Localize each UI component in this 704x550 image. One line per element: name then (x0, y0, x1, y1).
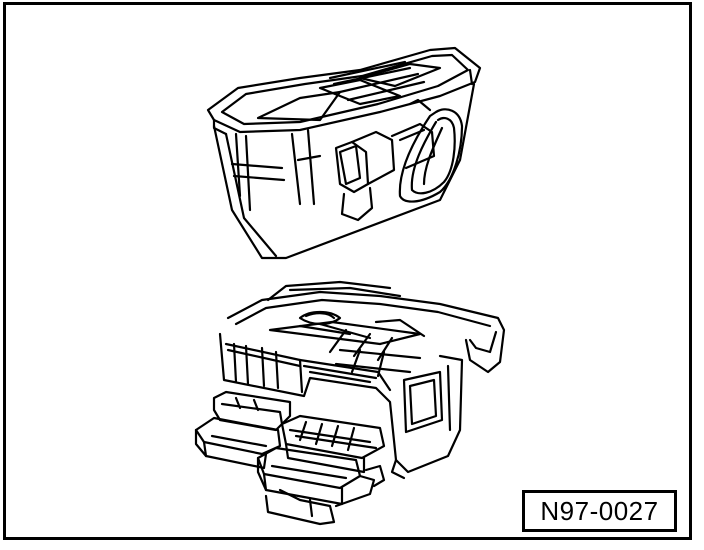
closed-toolbox-illustration (206, 46, 482, 260)
open-toolbox-illustration (194, 280, 506, 526)
figure-frame (3, 2, 692, 540)
figure-reference-box: N97-0027 (522, 490, 677, 532)
figure-reference-number: N97-0027 (540, 495, 659, 526)
